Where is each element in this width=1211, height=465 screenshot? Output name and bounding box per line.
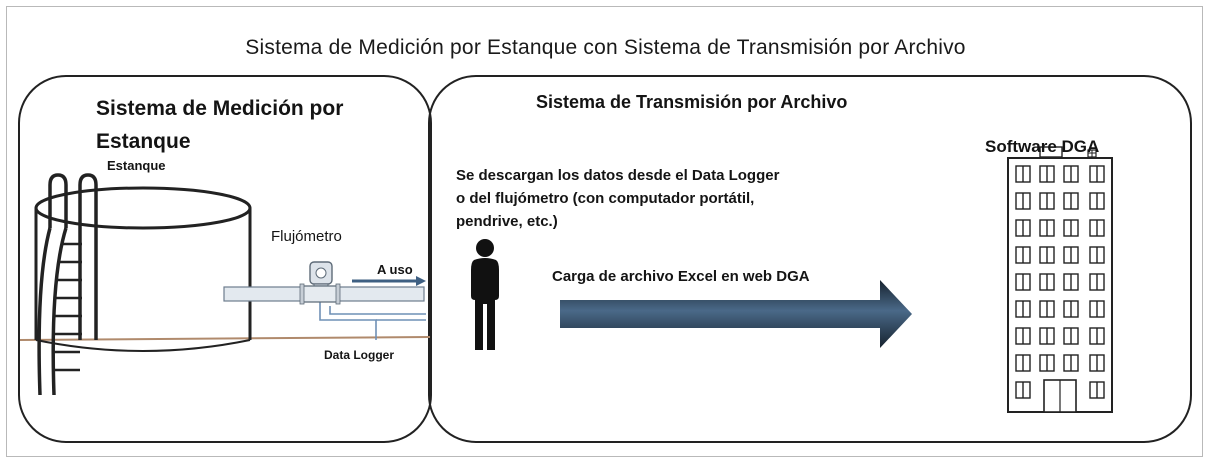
flow-direction-label: A uso: [377, 262, 413, 277]
measurement-panel: [18, 75, 432, 443]
transmission-heading: Sistema de Transmisión por Archivo: [536, 92, 848, 112]
flow-direction-arrow: [352, 276, 426, 286]
building-icon: [1007, 146, 1113, 413]
diagram-title: Sistema de Medición por Estanque con Sis…: [245, 36, 966, 59]
flow-meter-label: Flujómetro: [271, 228, 342, 245]
data-cable: [319, 302, 426, 340]
ground-line: [20, 336, 430, 341]
building-label: Software DGA: [985, 137, 1100, 156]
measurement-heading: Sistema de Medición por Estanque: [96, 97, 344, 153]
diagram-frame: [6, 6, 1203, 457]
tank-label: Estanque: [107, 158, 166, 173]
upload-arrow: [560, 280, 912, 348]
ladder-icon: [37, 173, 98, 396]
flow-meter-icon: [299, 261, 341, 305]
data-logger-label: Data Logger: [324, 348, 395, 362]
upload-arrow-label: Carga de archivo Excel en web DGA: [552, 268, 810, 285]
download-description: Se descargan los datos desde el Data Log…: [456, 167, 780, 230]
person-icon: [471, 239, 499, 350]
transmission-panel: [428, 75, 1192, 443]
water-tank-icon: [34, 186, 252, 352]
